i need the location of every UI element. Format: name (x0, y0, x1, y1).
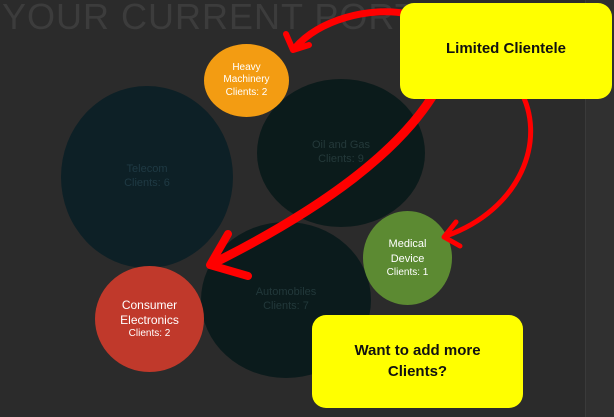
bubble-heavy-machinery[interactable]: Heavy Machinery Clients: 2 (204, 44, 289, 117)
bubble-consumer-electronics[interactable]: Consumer Electronics Clients: 2 (95, 266, 204, 372)
callout-label: Want to add more Clients? (354, 342, 481, 380)
bubble-count: Clients: 2 (128, 327, 171, 339)
bubble-medical-device[interactable]: Medical Device Clients: 1 (363, 211, 452, 305)
bubble-label: Automobiles (255, 286, 317, 299)
bubble-oil-and-gas[interactable]: Oil and Gas Clients: 9 (257, 79, 425, 227)
arrow-to-medical-device (443, 87, 534, 239)
bubble-label: Telecom (126, 163, 168, 176)
callout-label: Limited Clientele (445, 39, 567, 57)
bubble-count: Clients: 9 (318, 153, 364, 166)
bubble-telecom[interactable]: Telecom Clients: 6 (61, 86, 233, 268)
bubble-count: Clients: 2 (225, 87, 268, 98)
bubble-label: Oil and Gas (311, 139, 371, 152)
bubble-count: Clients: 1 (386, 267, 429, 279)
bubble-count: Clients: 6 (124, 177, 170, 190)
bubble-label: Consumer Electronics (120, 298, 179, 327)
bubble-count: Clients: 7 (263, 300, 309, 313)
callout-limited-clientele[interactable]: Limited Clientele (400, 3, 612, 99)
bubble-label: Heavy Machinery (223, 62, 270, 85)
callout-add-more-clients[interactable]: Want to add more Clients? (312, 315, 523, 408)
bubble-label: Medical Device (388, 237, 427, 265)
